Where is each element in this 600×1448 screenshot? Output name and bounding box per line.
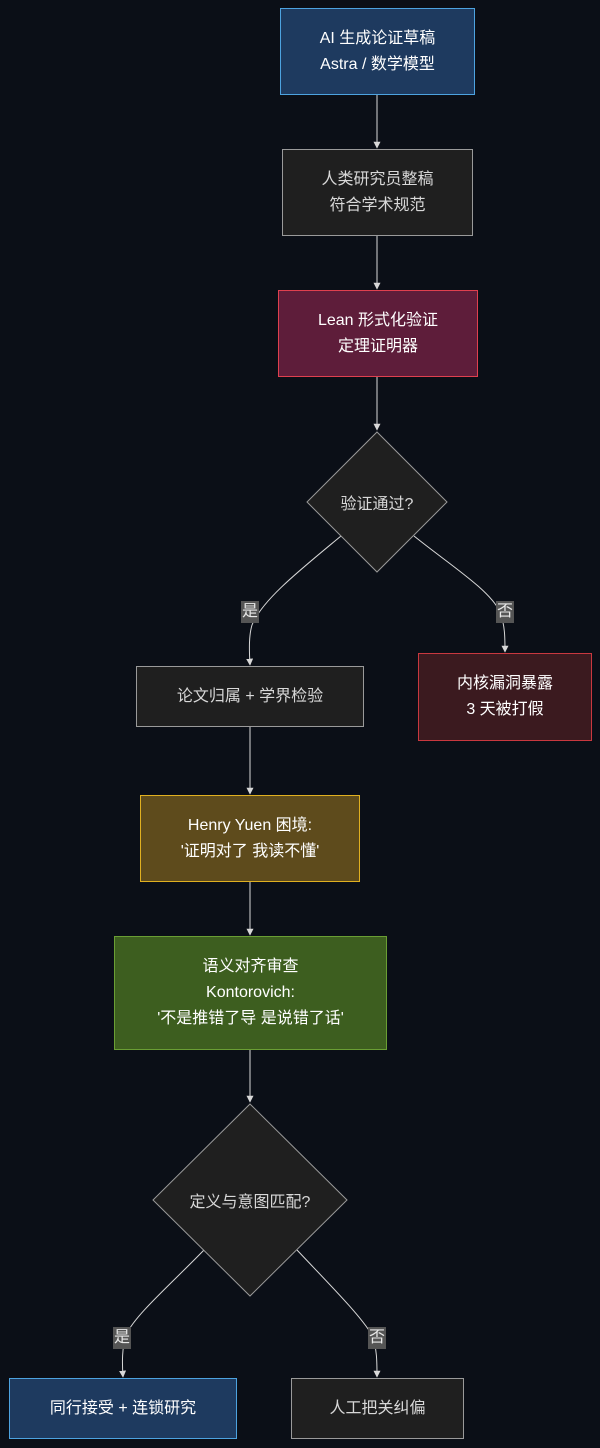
kernel-bug-line-2: 3 天被打假 (466, 701, 544, 718)
semantic-review-line-2: Kontorovich: (206, 984, 295, 1001)
human-gate-node: 人工把关纠偏 (291, 1378, 464, 1439)
edge-intent-no (296, 1249, 381, 1378)
semantic-review-node: 语义对齐审查 Kontorovich: '不是推错了导 是说错了话' (114, 936, 387, 1050)
henry-yuen-line-2: '证明对了 我读不懂' (180, 842, 320, 860)
human-polish-line-1: 人类研究员整稿 (321, 170, 434, 188)
intent-match-label: 定义与意图匹配? (189, 1194, 311, 1211)
peer-accept-node: 同行接受 + 连锁研究 (9, 1378, 237, 1439)
ai-draft-node: AI 生成论证草稿 Astra / 数学模型 (280, 8, 475, 95)
kernel-bug-line-1: 内核漏洞暴露 (456, 675, 553, 692)
intent-match-diamond (152, 1103, 348, 1297)
human-polish-line-2: 符合学术规范 (329, 196, 426, 214)
lean-verify-node: Lean 形式化验证 定理证明器 (278, 290, 478, 377)
ai-draft-line-1: AI 生成论证草稿 (319, 29, 436, 47)
human-polish-node: 人类研究员整稿 符合学术规范 (282, 149, 473, 236)
peer-accept-line-1: 同行接受 + 连锁研究 (49, 1399, 197, 1417)
henry-yuen-node: Henry Yuen 困境: '证明对了 我读不懂' (140, 795, 360, 882)
edge-verify-yes (246, 535, 342, 666)
semantic-review-line-3: '不是推错了导 是说错了话' (157, 1010, 344, 1027)
edge-intent-yes (119, 1249, 205, 1378)
kernel-bug-node: 内核漏洞暴露 3 天被打假 (418, 653, 592, 741)
lean-verify-line-1: Lean 形式化验证 (317, 311, 439, 329)
paper-review-node: 论文归属 + 学界检验 (136, 666, 364, 727)
edge-label-yes-1: 是 (240, 601, 260, 623)
edge-label-yes-2: 是 (112, 1327, 132, 1349)
edge-label-no-2: 否 (367, 1327, 387, 1349)
edge-verify-no (413, 535, 509, 653)
semantic-review-line-1: 语义对齐审查 (202, 958, 299, 975)
edge-label-no-1: 否 (495, 601, 515, 623)
lean-verify-line-2: 定理证明器 (337, 337, 418, 355)
verify-pass-label: 验证通过? (340, 496, 414, 513)
ai-draft-line-2: Astra / 数学模型 (320, 55, 435, 73)
verify-pass-diamond (306, 431, 448, 573)
paper-review-line-1: 论文归属 + 学界检验 (176, 687, 324, 705)
henry-yuen-line-1: Henry Yuen 困境: (187, 816, 313, 834)
human-gate-line-1: 人工把关纠偏 (329, 1399, 426, 1417)
